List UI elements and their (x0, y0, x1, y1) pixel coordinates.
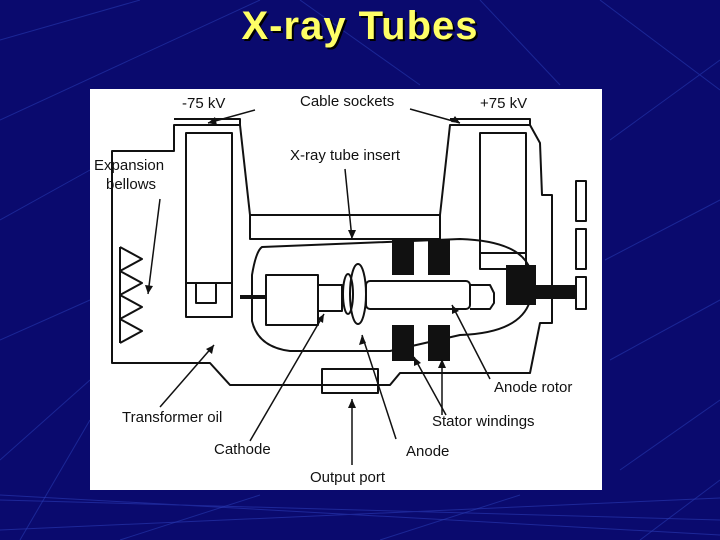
label-anode-rotor: Anode rotor (494, 379, 573, 396)
slide-title: X-ray Tubes (241, 4, 479, 48)
cable-socket-left (185, 132, 233, 284)
expansion-bellows (119, 246, 143, 344)
anode-rotor (365, 280, 471, 310)
label-expansion: Expansion (94, 157, 165, 174)
housing-cap-right (450, 118, 531, 125)
label-cathode: Cathode (214, 441, 271, 458)
tube-insert-envelope (251, 238, 531, 352)
cathode-block (265, 274, 319, 326)
diagram-panel: -75 kV Cable sockets +75 kV X-ray tube i… (90, 89, 602, 490)
cable-socket-right (479, 132, 527, 254)
label-tube-insert: X-ray tube insert (290, 147, 401, 164)
output-port (321, 368, 379, 394)
label-bellows: bellows (106, 176, 157, 193)
xray-tube-diagram (111, 108, 587, 465)
housing-cap-left (174, 118, 241, 125)
label-output-port: Output port (310, 469, 386, 486)
label-pos-voltage: +75 kV (480, 95, 528, 112)
label-neg-voltage: -75 kV (182, 95, 226, 112)
label-anode: Anode (406, 443, 450, 460)
stator-windings (392, 239, 450, 361)
label-cable-sockets: Cable sockets (300, 93, 395, 110)
label-stator-windings: Stator windings (432, 413, 535, 430)
label-transformer-oil: Transformer oil (122, 409, 223, 426)
